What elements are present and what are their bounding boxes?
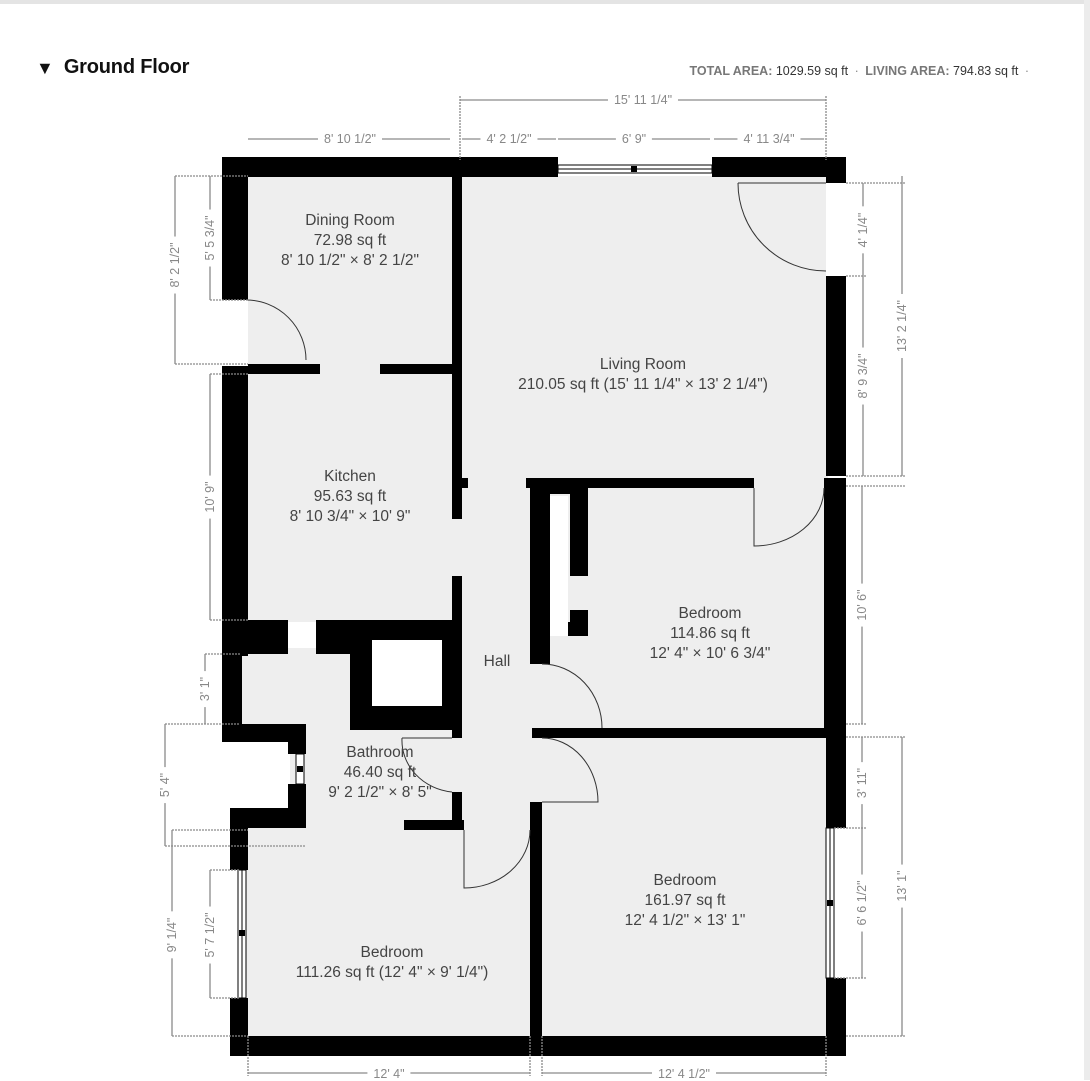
total-area-value: 1029.59 sq ft xyxy=(775,64,849,78)
room-dims: 12' 4" × 10' 6 3/4" xyxy=(649,645,771,662)
room-kitchen[interactable]: Kitchen 95.63 sq ft 8' 10 3/4" × 10' 9" xyxy=(290,467,411,527)
room-name: Bedroom xyxy=(360,944,424,961)
room-hall[interactable]: Hall xyxy=(484,652,511,672)
room-bedroom-3[interactable]: Bedroom 111.26 sq ft (12' 4" × 9' 1/4") xyxy=(296,943,489,983)
room-name: Bedroom xyxy=(653,872,717,889)
dim-right-bedroom2-window: 6' 6 1/2" xyxy=(855,874,869,932)
door-openings xyxy=(222,183,848,366)
dim-left-bath-upper: 3' 1" xyxy=(198,670,212,708)
room-area: 72.98 sq ft xyxy=(313,232,387,249)
room-area: 95.63 sq ft xyxy=(313,488,387,505)
dim-right-bedroom2-overall: 13' 1" xyxy=(895,864,909,908)
scrollbar-track[interactable] xyxy=(1084,0,1090,1080)
dim-top-overall: 15' 11 1/4" xyxy=(607,93,679,107)
room-area: 161.97 sq ft xyxy=(644,892,726,909)
dim-left-bedroom3-window: 5' 7 1/2" xyxy=(203,906,217,964)
total-area-label: TOTAL AREA: xyxy=(689,64,773,78)
room-name: Bedroom xyxy=(678,605,742,622)
door-swings xyxy=(245,182,827,889)
dim-bottom-bedroom3: 12' 4" xyxy=(367,1067,411,1081)
floor-header[interactable]: ▼ Ground Floor xyxy=(36,56,189,79)
floor-title: Ground Floor xyxy=(63,56,190,78)
room-dims: 8' 10 1/2" × 8' 2 1/2" xyxy=(280,252,420,269)
room-living[interactable]: Living Room 210.05 sq ft (15' 11 1/4" × … xyxy=(518,355,768,395)
dim-bottom-bedroom2: 12' 4 1/2" xyxy=(651,1067,717,1081)
dim-right-living-overall: 13' 2 1/4" xyxy=(895,293,909,359)
room-dims: 12' 4 1/2" × 13' 1" xyxy=(624,912,746,929)
dim-left-dining-inner: 5' 5 3/4" xyxy=(203,209,217,267)
closet-interiors xyxy=(288,496,568,706)
dim-left-kitchen: 10' 9" xyxy=(203,475,217,519)
room-name: Bathroom xyxy=(346,744,414,761)
dim-top-dining: 8' 10 1/2" xyxy=(317,132,383,146)
separator: · xyxy=(1024,64,1029,78)
dim-top-living-right: 4' 11 3/4" xyxy=(737,132,801,146)
dim-right-living-lower: 8' 9 3/4" xyxy=(856,347,870,405)
dim-left-bedroom3-outer: 9' 1/4" xyxy=(165,911,179,959)
top-border xyxy=(0,0,1090,4)
room-area-dims: 210.05 sq ft (15' 11 1/4" × 13' 2 1/4") xyxy=(518,376,768,393)
separator: · xyxy=(854,64,859,78)
living-area-label: LIVING AREA: xyxy=(865,64,950,78)
room-bedroom-2[interactable]: Bedroom 161.97 sq ft 12' 4 1/2" × 13' 1" xyxy=(625,871,746,931)
room-name: Kitchen xyxy=(324,468,376,485)
room-bathroom[interactable]: Bathroom 46.40 sq ft 9' 2 1/2" × 8' 5" xyxy=(328,743,432,803)
room-area-dims: 111.26 sq ft (12' 4" × 9' 1/4") xyxy=(295,964,489,981)
room-name: Dining Room xyxy=(305,212,395,229)
room-dims: 9' 2 1/2" × 8' 5" xyxy=(328,784,432,801)
room-dining[interactable]: Dining Room 72.98 sq ft 8' 10 1/2" × 8' … xyxy=(281,211,419,271)
dim-left-dining-outer: 8' 2 1/2" xyxy=(168,236,182,294)
window-mullions xyxy=(239,166,833,936)
dim-left-bath-lower: 5' 4" xyxy=(158,766,172,804)
collapse-caret-icon[interactable]: ▼ xyxy=(36,57,54,78)
dim-right-bedroom2-upper: 3' 11" xyxy=(855,761,869,805)
living-area-value: 794.83 sq ft xyxy=(953,64,1019,78)
dim-top-living-left: 4' 2 1/2" xyxy=(480,132,538,146)
area-summary: TOTAL AREA: 1029.59 sq ft · LIVING AREA:… xyxy=(689,64,1032,78)
room-area: 114.86 sq ft xyxy=(670,625,750,642)
dim-right-door: 4' 1/4" xyxy=(856,206,870,254)
dim-top-window: 6' 9" xyxy=(615,132,653,146)
room-name: Hall xyxy=(483,653,511,670)
room-dims: 8' 10 3/4" × 10' 9" xyxy=(289,508,411,525)
dim-right-bedroom1: 10' 6" xyxy=(855,583,869,627)
room-name: Living Room xyxy=(599,356,687,373)
room-area: 46.40 sq ft xyxy=(343,764,417,781)
room-bedroom-1[interactable]: Bedroom 114.86 sq ft 12' 4" × 10' 6 3/4" xyxy=(650,604,771,664)
